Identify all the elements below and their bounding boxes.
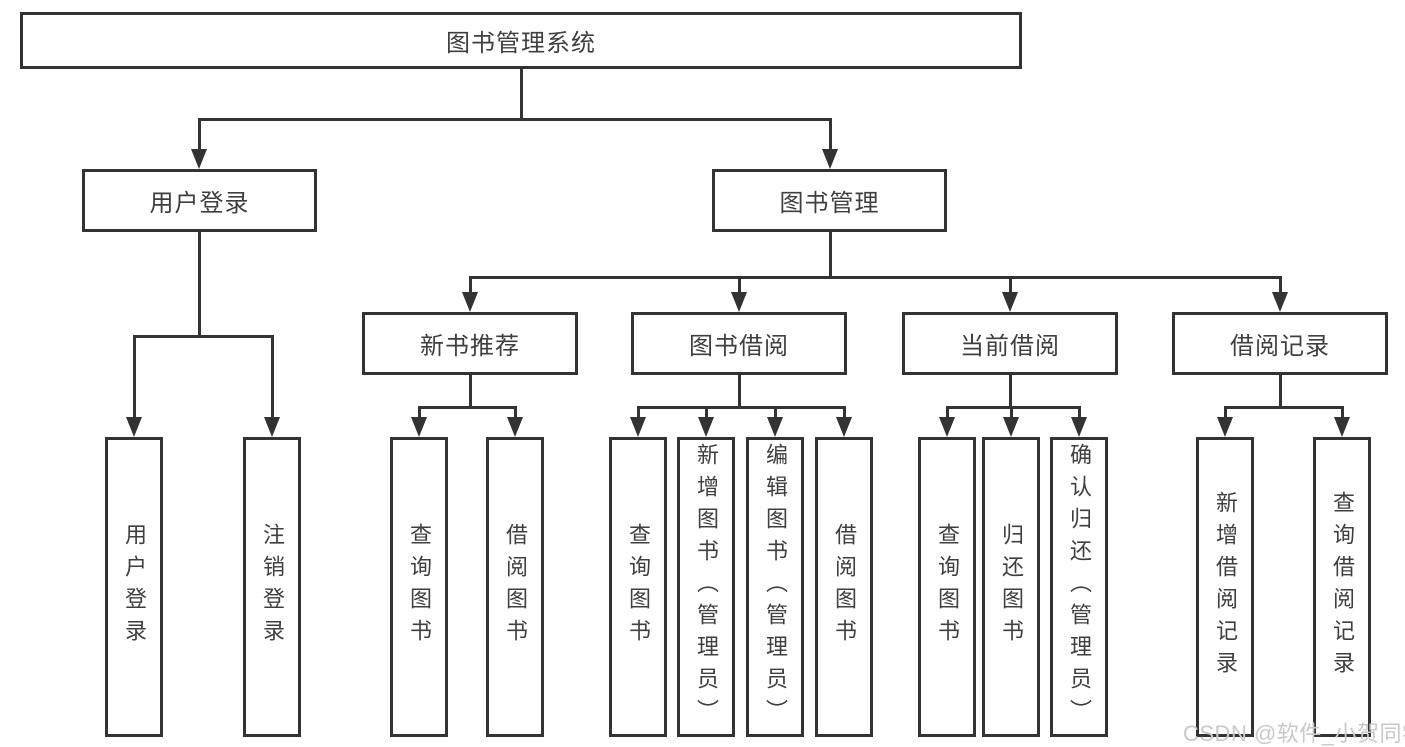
node-label: 当前借阅 [960, 333, 1060, 360]
connector-new-book-stem [469, 375, 472, 406]
connector-book-borrow-stem [738, 375, 741, 406]
arrowhead-down-icon [1003, 417, 1019, 437]
leaf-label: 新增图书（管理员） [694, 443, 719, 731]
node-library-management-system: 图书管理系统 [20, 12, 1022, 69]
node-label: 用户登录 [149, 190, 250, 217]
connector-arrow-shaft [1010, 406, 1013, 419]
node-new-book-recommendation: 新书推荐 [362, 312, 578, 375]
connector-borrow-record-stem [1279, 375, 1282, 406]
connector-arrow-shaft [271, 335, 274, 419]
leaf-add-book-admin: 新增图书（管理员） [677, 437, 735, 737]
arrowhead-down-icon [462, 292, 478, 312]
arrowhead-down-icon [1217, 417, 1233, 437]
leaf-add-borrow-record: 新增借阅记录 [1196, 437, 1254, 737]
connector-arrow-shaft [829, 118, 832, 152]
csdn-watermark: CSDN @软件_小贺同学 [1183, 721, 1405, 746]
leaf-label: 借阅图书 [832, 523, 857, 651]
connector-arrow-shaft [738, 276, 741, 294]
arrowhead-down-icon [939, 417, 955, 437]
connector-current-borrow-stem [1009, 375, 1012, 406]
connector-arrow-shaft [469, 276, 472, 294]
leaf-user-login: 用户登录 [105, 437, 163, 737]
arrowhead-down-icon [836, 417, 852, 437]
node-label: 新书推荐 [420, 333, 520, 360]
arrowhead-down-icon [1334, 417, 1350, 437]
leaf-edit-book-admin: 编辑图书（管理员） [746, 437, 804, 737]
node-current-borrowing: 当前借阅 [902, 312, 1118, 375]
leaf-label: 归还图书 [999, 523, 1024, 651]
connector-arrow-shaft [774, 406, 777, 419]
connector-current-borrow-splitter [946, 406, 1081, 409]
connector-arrow-shaft [1279, 276, 1282, 294]
leaf-confirm-return-admin: 确认归还（管理员） [1050, 437, 1108, 737]
connector-arrow-shaft [1341, 406, 1344, 419]
leaf-borrow-query-book: 查询图书 [609, 437, 667, 737]
connector-root-stem [520, 69, 523, 118]
leaf-query-borrow-record: 查询借阅记录 [1313, 437, 1371, 737]
leaf-label: 编辑图书（管理员） [763, 443, 788, 731]
leaf-label: 查询图书 [935, 523, 960, 651]
leaf-label: 用户登录 [122, 523, 147, 651]
connector-book-mgmt-stem [829, 232, 832, 276]
connector-borrow-record-splitter [1224, 406, 1344, 409]
arrowhead-down-icon [767, 417, 783, 437]
arrowhead-down-icon [698, 417, 714, 437]
connector-book-mgmt-splitter [469, 276, 1282, 279]
node-user-login: 用户登录 [82, 169, 317, 232]
leaf-current-query-book: 查询图书 [918, 437, 976, 737]
connector-arrow-shaft [843, 406, 846, 419]
leaf-label: 借阅图书 [503, 523, 528, 651]
connector-arrow-shaft [1224, 406, 1227, 419]
connector-arrow-shaft [637, 406, 640, 419]
connector-book-borrow-splitter [637, 406, 846, 409]
leaf-borrow-book: 借阅图书 [815, 437, 873, 737]
connector-user-login-splitter [133, 335, 274, 338]
connector-user-login-stem [198, 232, 201, 335]
arrowhead-down-icon [1002, 292, 1018, 312]
leaf-label: 注销登录 [260, 523, 285, 651]
connector-arrow-shaft [198, 118, 201, 152]
leaf-recommend-query-book: 查询图书 [390, 437, 448, 737]
leaf-recommend-borrow-book: 借阅图书 [486, 437, 544, 737]
arrowhead-down-icon [191, 149, 207, 169]
connector-arrow-shaft [1009, 276, 1012, 294]
arrowhead-down-icon [1071, 417, 1087, 437]
leaf-return-book: 归还图书 [982, 437, 1040, 737]
node-label: 图书借阅 [689, 333, 789, 360]
leaf-label: 查询图书 [626, 523, 651, 651]
leaf-label: 查询借阅记录 [1330, 491, 1355, 683]
arrowhead-down-icon [630, 417, 646, 437]
connector-arrow-shaft [418, 406, 421, 419]
leaf-label: 新增借阅记录 [1213, 491, 1238, 683]
arrowhead-down-icon [507, 417, 523, 437]
connector-arrow-shaft [705, 406, 708, 419]
leaf-logout: 注销登录 [243, 437, 301, 737]
node-label: 借阅记录 [1230, 333, 1330, 360]
node-label: 图书管理 [779, 190, 880, 217]
connector-arrow-shaft [1078, 406, 1081, 419]
arrowhead-down-icon [126, 417, 142, 437]
connector-new-book-splitter [418, 406, 517, 409]
node-book-management: 图书管理 [712, 169, 947, 232]
connector-arrow-shaft [946, 406, 949, 419]
node-borrowing-records: 借阅记录 [1172, 312, 1388, 375]
connector-arrow-shaft [133, 335, 136, 419]
arrowhead-down-icon [411, 417, 427, 437]
arrowhead-down-icon [264, 417, 280, 437]
connector-root-splitter [198, 118, 831, 121]
leaf-label: 确认归还（管理员） [1067, 443, 1092, 731]
connector-arrow-shaft [514, 406, 517, 419]
arrowhead-down-icon [1272, 292, 1288, 312]
node-book-borrowing: 图书借阅 [631, 312, 847, 375]
arrowhead-down-icon [731, 292, 747, 312]
leaf-label: 查询图书 [407, 523, 432, 651]
node-label: 图书管理系统 [446, 30, 596, 57]
arrowhead-down-icon [822, 149, 838, 169]
